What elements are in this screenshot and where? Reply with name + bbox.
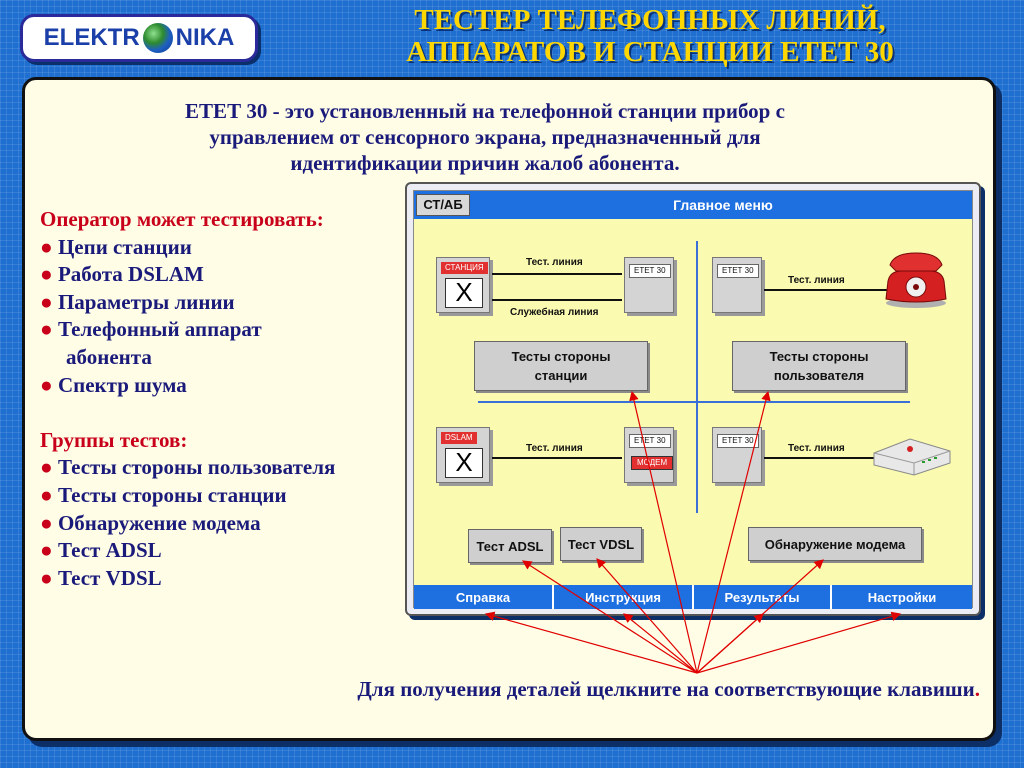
list-item: ● Тесты стороны станции bbox=[40, 482, 410, 510]
footer-text: Для получения деталей щелкните на соотве… bbox=[357, 677, 975, 701]
operator-heading: Оператор может тестировать: bbox=[40, 207, 324, 231]
instructions-button[interactable]: Инструкция bbox=[554, 585, 694, 609]
button-text: пользователя bbox=[773, 368, 865, 383]
bullet-icon: ● bbox=[40, 262, 53, 287]
list-item: ● Спектр шума bbox=[40, 372, 410, 400]
results-button[interactable]: Результаты bbox=[694, 585, 832, 609]
help-button[interactable]: Справка bbox=[414, 585, 554, 609]
list-item: ● Параметры линии bbox=[40, 289, 410, 317]
etet-label: ЕТЕТ 30 bbox=[629, 264, 671, 278]
bullet-icon: ● bbox=[40, 538, 53, 563]
elektronika-logo: ELEKTR NIKA bbox=[20, 14, 258, 62]
etet-label: ЕТЕТ 30 bbox=[717, 434, 759, 448]
modem-detect-button[interactable]: Обнаружение модема bbox=[748, 527, 922, 561]
list-item-text: Обнаружение модема bbox=[57, 510, 261, 535]
etet-device: ЕТЕТ 30 bbox=[624, 257, 674, 313]
list-item-text: Тесты стороны станции bbox=[57, 482, 287, 507]
list-item-text: Тест ADSL bbox=[57, 538, 162, 563]
list-item: ● Телефонный аппарат bbox=[40, 316, 410, 344]
list-item: ● Тест VDSL bbox=[40, 565, 410, 593]
button-text: станции bbox=[534, 368, 588, 383]
list-item-text: Работа DSLAM bbox=[57, 262, 204, 287]
list-item: ● Тест ADSL bbox=[40, 537, 410, 565]
switch-symbol: X bbox=[445, 448, 483, 478]
station-tests-button[interactable]: Тесты стороны станции bbox=[474, 341, 648, 391]
dslam-device: DSLAM X bbox=[436, 427, 490, 483]
vdsl-test-button[interactable]: Тест VDSL bbox=[560, 527, 642, 561]
telephone-icon bbox=[885, 252, 947, 308]
list-item-text: Тест VDSL bbox=[57, 565, 162, 590]
screen-display: СТ/АБ Главное меню СТАНЦИЯ X Тест. линия… bbox=[413, 190, 973, 609]
station-device: СТАНЦИЯ X bbox=[436, 257, 490, 313]
test-line-wire bbox=[492, 273, 622, 275]
settings-button[interactable]: Настройки bbox=[832, 585, 972, 609]
logo-text-left: ELEKTR bbox=[43, 24, 140, 51]
test-line-wire bbox=[764, 457, 874, 459]
list-item: ● Тесты стороны пользователя bbox=[40, 454, 410, 482]
list-item-continuation: абонента bbox=[66, 344, 152, 369]
user-tests-button[interactable]: Тесты стороны пользователя bbox=[732, 341, 906, 391]
quadrant-divider-horizontal bbox=[478, 401, 910, 403]
intro-line2: управлением от сенсорного экрана, предна… bbox=[209, 125, 761, 149]
switch-symbol: X bbox=[445, 278, 483, 308]
bullet-icon: ● bbox=[40, 455, 53, 480]
slide-title-line1: ТЕСТЕР ТЕЛЕФОННЫХ ЛИНИЙ, bbox=[414, 4, 886, 36]
list-item-text: Спектр шума bbox=[57, 372, 187, 397]
bullet-icon: ● bbox=[40, 372, 53, 397]
list-item: ● Обнаружение модема bbox=[40, 510, 410, 538]
screen-titlebar: СТ/АБ Главное меню bbox=[414, 191, 972, 219]
etet-label: ЕТЕТ 30 bbox=[717, 264, 759, 278]
footer-period: . bbox=[974, 677, 980, 701]
test-line-label: Тест. линия bbox=[788, 275, 845, 286]
etet-device: ЕТЕТ 30 bbox=[712, 427, 762, 483]
test-line-label: Тест. линия bbox=[526, 443, 583, 454]
list-item-text: Тесты стороны пользователя bbox=[57, 455, 336, 480]
bullet-icon: ● bbox=[40, 234, 53, 259]
test-line-wire bbox=[764, 289, 888, 291]
test-line-label: Тест. линия bbox=[526, 257, 583, 268]
adsl-test-button[interactable]: Тест ADSL bbox=[468, 529, 552, 563]
bullet-icon: ● bbox=[40, 565, 53, 590]
test-line-wire bbox=[492, 457, 622, 459]
etet-label: ЕТЕТ 30 bbox=[629, 434, 671, 448]
list-item: ● Цепи станции bbox=[40, 234, 410, 262]
slide-title: ТЕСТЕР ТЕЛЕФОННЫХ ЛИНИЙ, АППАРАТОВ И СТА… bbox=[300, 4, 1000, 68]
device-screen: СТ/АБ Главное меню СТАНЦИЯ X Тест. линия… bbox=[405, 182, 981, 616]
globe-icon bbox=[142, 23, 173, 53]
feature-lists: Оператор может тестировать: ● Цепи станц… bbox=[40, 206, 410, 592]
ct-ab-tab[interactable]: СТ/АБ bbox=[416, 194, 470, 216]
modem-icon bbox=[873, 438, 951, 476]
intro-line1: ЕТЕТ 30 - это установленный на телефонно… bbox=[185, 99, 785, 123]
quadrant-divider-vertical bbox=[696, 241, 698, 513]
intro-line3: идентификации причин жалоб абонента. bbox=[290, 151, 680, 175]
dslam-label: DSLAM bbox=[441, 432, 477, 444]
screen-bottom-bar: Справка Инструкция Результаты Настройки bbox=[414, 585, 972, 609]
service-line-label: Служебная линия bbox=[510, 307, 599, 318]
bullet-icon: ● bbox=[40, 317, 53, 342]
modem-label: МОДЕМ bbox=[631, 456, 674, 470]
groups-heading: Группы тестов: bbox=[40, 427, 188, 452]
etet-device: ЕТЕТ 30 bbox=[712, 257, 762, 313]
list-item-text: Телефонный аппарат bbox=[57, 317, 262, 342]
logo-text-right: NIKA bbox=[175, 24, 235, 51]
test-line-label: Тест. линия bbox=[788, 443, 845, 454]
list-item-text: Параметры линии bbox=[57, 289, 235, 314]
button-text: Тесты стороны bbox=[511, 349, 611, 364]
bullet-icon: ● bbox=[40, 289, 53, 314]
bullet-icon: ● bbox=[40, 510, 53, 535]
list-item-text: Цепи станции bbox=[57, 234, 192, 259]
bullet-icon: ● bbox=[40, 482, 53, 507]
etet-device: ЕТЕТ 30 МОДЕМ bbox=[624, 427, 674, 483]
intro-paragraph: ЕТЕТ 30 - это установленный на телефонно… bbox=[60, 98, 910, 176]
main-menu-title: Главное меню bbox=[673, 197, 773, 213]
slide-title-line2: АППАРАТОВ И СТАНЦИИ ЕТЕТ 30 bbox=[406, 36, 894, 68]
station-label: СТАНЦИЯ bbox=[441, 262, 488, 274]
button-text: Тесты стороны bbox=[769, 349, 869, 364]
footer-instruction: Для получения деталей щелкните на соотве… bbox=[120, 676, 980, 702]
service-line-wire bbox=[492, 299, 622, 301]
list-item: ● Работа DSLAM bbox=[40, 261, 410, 289]
